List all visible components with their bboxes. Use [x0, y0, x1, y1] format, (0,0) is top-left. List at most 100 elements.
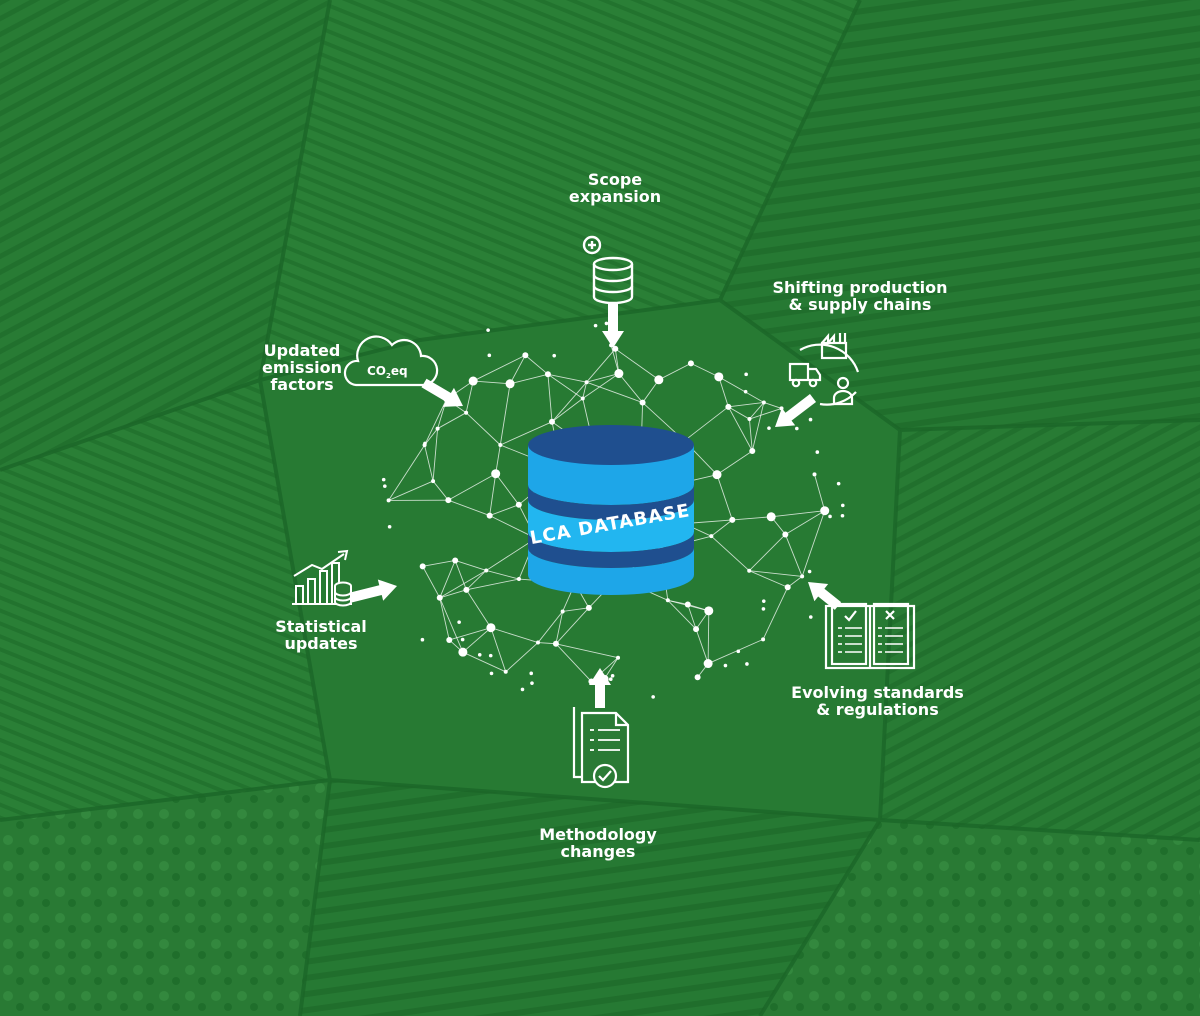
- mesh-node: [784, 584, 791, 591]
- mesh-edge: [784, 534, 803, 577]
- mesh-edge: [466, 570, 487, 591]
- label-scope-expansion: Scope expansion: [555, 171, 675, 205]
- mesh-edge: [718, 376, 765, 403]
- mesh-dot: [608, 677, 613, 682]
- mesh-edge: [771, 510, 825, 518]
- label-line: Updated: [263, 341, 341, 360]
- mesh-edge: [749, 402, 765, 420]
- mesh-node: [522, 352, 529, 359]
- mesh-node: [484, 568, 489, 573]
- mesh-edge: [547, 373, 584, 399]
- label-line: Statistical: [275, 617, 367, 636]
- mesh-dot: [489, 671, 494, 676]
- mesh-node: [584, 380, 589, 385]
- database-plus-icon: [582, 235, 634, 305]
- db-top-cap: [528, 425, 694, 465]
- mesh-edge: [787, 576, 803, 588]
- mesh-edge: [695, 629, 709, 664]
- mesh-node: [761, 400, 766, 405]
- mesh-edge: [763, 402, 782, 409]
- mesh-edge: [449, 627, 492, 641]
- mesh-node: [436, 594, 443, 601]
- mesh-node: [464, 410, 469, 415]
- mesh-node: [665, 598, 670, 603]
- mesh-edge: [707, 638, 764, 664]
- mesh-edge: [582, 382, 587, 399]
- mesh-edge: [448, 473, 496, 501]
- mesh-edge: [728, 402, 764, 408]
- mesh-edge: [716, 474, 733, 521]
- mesh-edge: [500, 421, 553, 446]
- mesh-node: [800, 574, 805, 579]
- mesh-edge: [432, 480, 449, 501]
- mesh-node: [725, 403, 732, 410]
- mesh-edge: [610, 345, 620, 374]
- mesh-node: [812, 472, 817, 477]
- mesh-node: [505, 379, 515, 389]
- mesh-node: [435, 426, 440, 431]
- svg-text:CO2eq: CO2eq: [367, 364, 408, 380]
- mesh-edge: [555, 611, 564, 644]
- mesh-edge: [711, 535, 750, 572]
- arrow-shifting-production: [775, 394, 817, 427]
- mesh-node: [693, 626, 700, 633]
- db-band-1: [528, 485, 694, 520]
- mesh-edge: [711, 519, 733, 537]
- mesh-edge: [422, 560, 456, 567]
- mesh-edge: [582, 373, 620, 399]
- mesh-dot: [457, 620, 461, 624]
- db-segment-bottom: [528, 548, 694, 595]
- mesh-dot: [610, 673, 615, 678]
- label-line: Evolving standards: [791, 683, 964, 702]
- mesh-dot: [767, 426, 771, 430]
- arrow-methodology-changes: [589, 668, 611, 708]
- mesh-edge: [555, 643, 619, 659]
- mesh-edge: [465, 412, 501, 446]
- mesh-node: [616, 655, 621, 660]
- mesh-node: [580, 396, 585, 401]
- mesh-edge: [562, 607, 589, 612]
- mesh-dot: [736, 649, 741, 654]
- label-line: & regulations: [816, 700, 939, 719]
- mesh-edge: [586, 381, 643, 403]
- mesh-edge: [495, 444, 501, 474]
- mesh-dot: [745, 662, 749, 666]
- mesh-node: [452, 557, 459, 564]
- mesh-edge: [473, 380, 511, 385]
- mesh-node: [486, 623, 496, 633]
- mesh-dot: [530, 681, 534, 685]
- mesh-dot: [381, 477, 386, 482]
- mesh-node: [491, 469, 501, 479]
- mesh-edge: [499, 383, 511, 446]
- mesh-edge: [388, 444, 425, 501]
- mesh-edge: [462, 627, 492, 653]
- mesh-node: [714, 372, 724, 382]
- mesh-node: [704, 606, 714, 616]
- mesh-node: [687, 360, 694, 367]
- mesh-node: [747, 417, 752, 422]
- mesh-node: [761, 637, 766, 642]
- mesh-node: [749, 447, 756, 454]
- bar-chart-coins-icon: [292, 549, 352, 607]
- mesh-dot: [761, 599, 766, 603]
- truck-factory-person-icon: [788, 333, 860, 406]
- mesh-node: [729, 516, 736, 523]
- mesh-dot: [423, 441, 427, 446]
- mesh-node: [419, 563, 426, 570]
- mesh-dot: [520, 687, 525, 692]
- mesh-dot: [486, 328, 490, 332]
- mesh-edge: [748, 419, 753, 452]
- mesh-edge: [690, 362, 720, 378]
- mesh-node: [498, 442, 503, 447]
- mesh-node: [820, 506, 830, 516]
- mesh-edge: [486, 570, 520, 580]
- mesh-edge: [490, 627, 507, 672]
- label-line: emission: [262, 358, 342, 377]
- mesh-node: [468, 376, 478, 386]
- mesh-edge: [785, 510, 825, 535]
- mesh-edge: [547, 374, 553, 422]
- mesh-dot: [828, 514, 832, 519]
- mesh-node: [544, 371, 551, 378]
- mesh-dot: [651, 695, 655, 699]
